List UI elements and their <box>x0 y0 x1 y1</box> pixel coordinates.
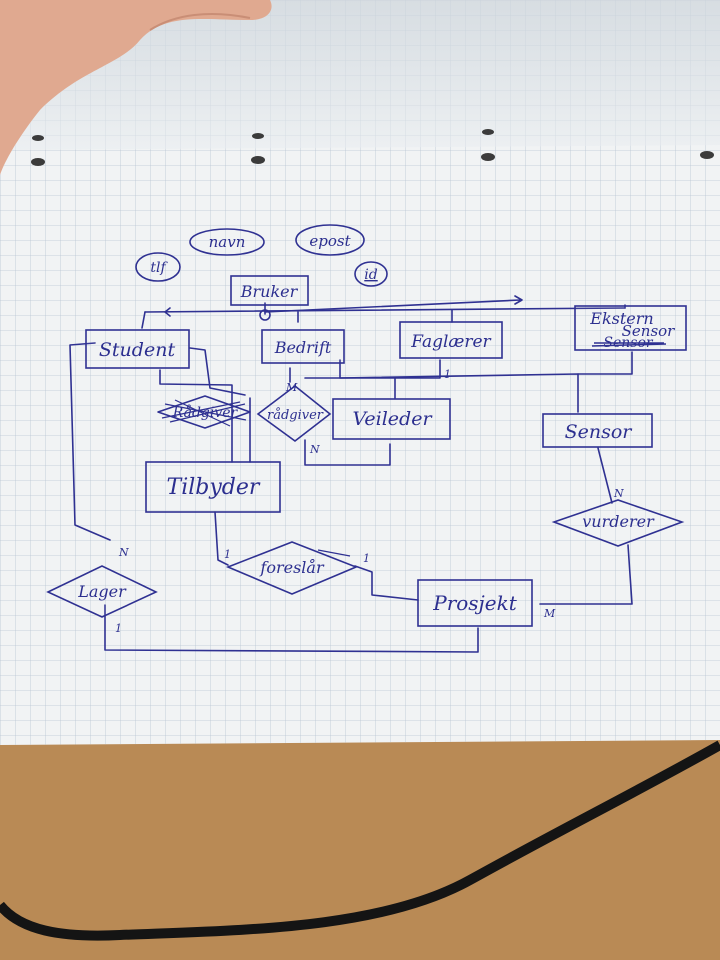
svg-text:foreslår: foreslår <box>259 558 325 577</box>
attribute-navn: navn <box>189 228 265 256</box>
cardinality-student-lager: N <box>118 546 129 559</box>
svg-text:Sensor: Sensor <box>565 421 634 443</box>
hand-photo <box>0 0 272 175</box>
cardinality-sensor-vurderer: N <box>613 487 624 500</box>
svg-text:Bedrift: Bedrift <box>274 338 332 357</box>
svg-text:tlf: tlf <box>150 260 168 276</box>
relationship-foreslar: foreslår <box>225 541 359 595</box>
cardinalities: M N 1 N M 1 1 N 1 <box>115 368 624 635</box>
relationship-lager: Lager <box>46 565 158 618</box>
attribute-epost: epost <box>295 224 365 256</box>
cardinality-vurderer-prosjekt: M <box>543 607 556 620</box>
attribute-id: id <box>354 261 388 287</box>
svg-text:Bruker: Bruker <box>240 282 299 301</box>
disjoint-circle <box>259 309 271 321</box>
entity-bedrift: Bedrift <box>261 329 345 364</box>
entity-ekstern-sensor: Ekstern Sensor Sensor <box>574 305 687 351</box>
entity-sensor: Sensor <box>542 413 653 448</box>
svg-text:Student: Student <box>99 339 176 361</box>
svg-text:Sensor: Sensor <box>622 322 676 340</box>
svg-text:Veileder: Veileder <box>352 408 433 430</box>
svg-text:id: id <box>364 267 377 283</box>
svg-text:epost: epost <box>309 232 351 250</box>
relationship-radgiver: rådgiver <box>256 384 332 443</box>
svg-text:Lager: Lager <box>77 582 127 601</box>
svg-text:navn: navn <box>209 233 246 251</box>
svg-text:Faglærer: Faglærer <box>410 332 491 352</box>
svg-text:rådgiver: rådgiver <box>267 407 324 423</box>
cardinality-lager-prosjekt: 1 <box>115 622 122 635</box>
svg-text:Tilbyder: Tilbyder <box>167 475 261 500</box>
cardinality-faglaerer-bottom: 1 <box>444 368 451 381</box>
attribute-tlf: tlf <box>135 252 181 282</box>
entity-student: Student <box>85 329 190 369</box>
relationship-vurderer: vurderer <box>551 499 685 547</box>
svg-text:Prosjekt: Prosjekt <box>432 591 517 615</box>
entity-tilbyder: Tilbyder <box>145 461 281 513</box>
cardinality-radgiver-top: M <box>285 381 298 394</box>
cardinality-radgiver-bottom: N <box>309 443 320 456</box>
binding-holes <box>31 129 714 166</box>
entity-prosjekt: Prosjekt <box>417 579 533 627</box>
cardinality-foreslar-prosjekt: 1 <box>363 552 370 565</box>
entity-veileder: Veileder <box>332 398 451 440</box>
cardinality-tilbyder-foreslar: 1 <box>224 548 231 561</box>
entity-faglaerer: Faglærer <box>399 321 503 359</box>
entity-bruker: Bruker <box>230 275 309 306</box>
svg-text:Ekstern: Ekstern <box>589 309 653 328</box>
relationship-radgiver-struck: Rådgiver <box>157 395 251 429</box>
cable <box>0 740 720 941</box>
svg-text:vurderer: vurderer <box>582 512 655 531</box>
